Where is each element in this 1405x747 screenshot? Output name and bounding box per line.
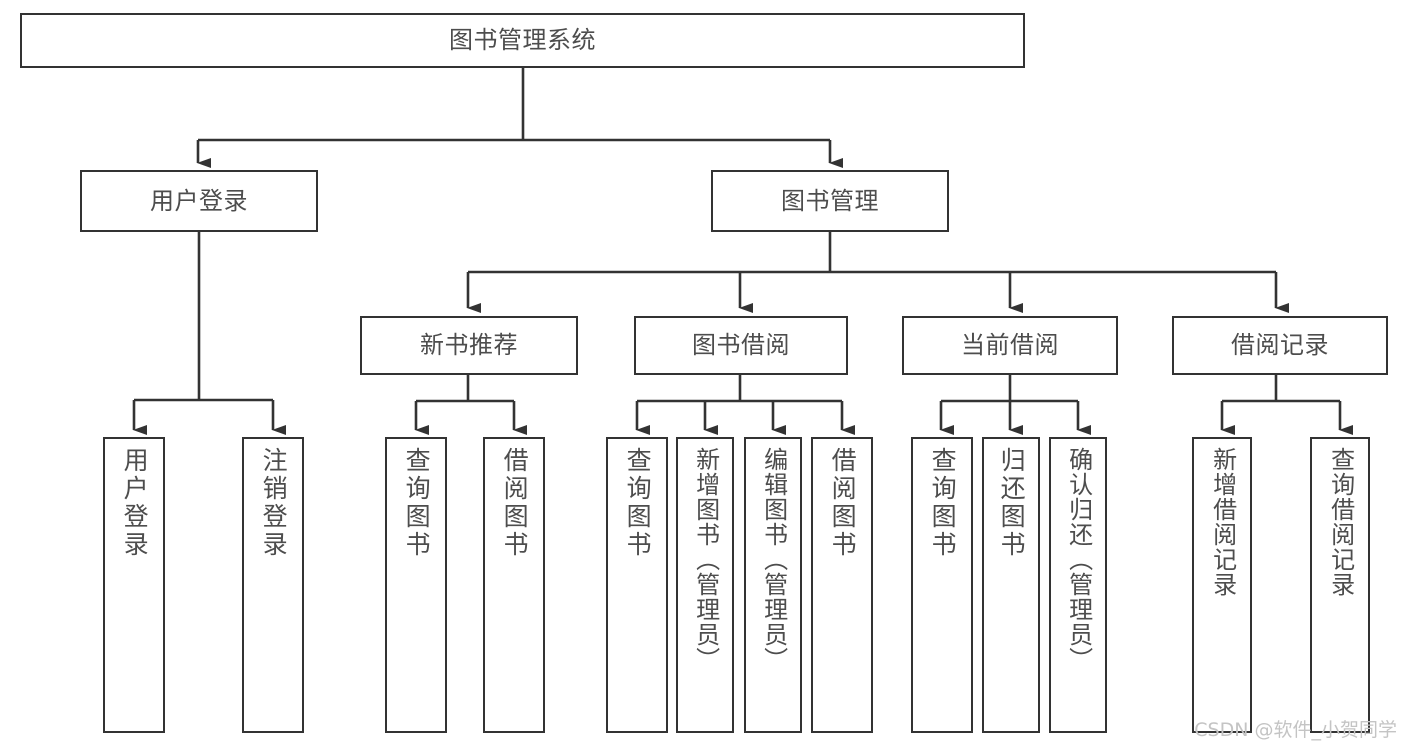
node-book-borrow-label: 图书借阅: [692, 331, 790, 360]
leaf-new-book-query[interactable]: 查询图书: [385, 437, 447, 733]
csdn-watermark: CSDN @软件_小贺同学: [1194, 719, 1397, 741]
leaf-borrow-record-query-label: 查询借阅记录: [1326, 447, 1355, 597]
node-book-management-label: 图书管理: [781, 186, 879, 215]
leaf-book-borrow-borrow[interactable]: 借阅图书: [811, 437, 873, 733]
leaf-book-borrow-edit[interactable]: 编辑图书（管理员）: [744, 437, 802, 733]
leaf-book-borrow-add-label: 新增图书（管理员）: [691, 447, 720, 672]
leaf-new-book-query-label: 查询图书: [402, 447, 432, 559]
leaf-user-login-logout-label: 注销登录: [259, 447, 289, 559]
node-borrow-record-label: 借阅记录: [1231, 331, 1329, 360]
leaf-current-borrow-return-label: 归还图书: [997, 447, 1027, 559]
leaf-book-borrow-borrow-label: 借阅图书: [828, 447, 858, 559]
leaf-book-borrow-add[interactable]: 新增图书（管理员）: [676, 437, 734, 733]
leaf-new-book-borrow[interactable]: 借阅图书: [483, 437, 545, 733]
leaf-borrow-record-add-label: 新增借阅记录: [1208, 447, 1237, 597]
node-root-system[interactable]: 图书管理系统: [20, 13, 1025, 68]
leaf-book-borrow-edit-label: 编辑图书（管理员）: [759, 447, 788, 672]
node-borrow-record[interactable]: 借阅记录: [1172, 316, 1388, 375]
leaf-user-login-login[interactable]: 用户登录: [103, 437, 165, 733]
leaf-new-book-borrow-label: 借阅图书: [500, 447, 530, 559]
node-root-system-label: 图书管理系统: [449, 26, 596, 55]
leaf-current-borrow-return[interactable]: 归还图书: [982, 437, 1040, 733]
node-user-login-label: 用户登录: [150, 186, 248, 215]
leaf-book-borrow-query-label: 查询图书: [623, 447, 653, 559]
leaf-book-borrow-query[interactable]: 查询图书: [606, 437, 668, 733]
leaf-user-login-login-label: 用户登录: [120, 447, 150, 559]
leaf-user-login-logout[interactable]: 注销登录: [242, 437, 304, 733]
node-book-management[interactable]: 图书管理: [711, 170, 949, 232]
node-new-book-recommend[interactable]: 新书推荐: [360, 316, 578, 375]
leaf-borrow-record-query[interactable]: 查询借阅记录: [1310, 437, 1370, 733]
node-new-book-recommend-label: 新书推荐: [420, 331, 518, 360]
node-current-borrow-label: 当前借阅: [961, 331, 1059, 360]
node-user-login[interactable]: 用户登录: [80, 170, 318, 232]
node-book-borrow[interactable]: 图书借阅: [634, 316, 848, 375]
leaf-current-borrow-confirm-label: 确认归还（管理员）: [1064, 447, 1093, 672]
leaf-current-borrow-query[interactable]: 查询图书: [911, 437, 973, 733]
node-current-borrow[interactable]: 当前借阅: [902, 316, 1118, 375]
leaf-current-borrow-confirm[interactable]: 确认归还（管理员）: [1049, 437, 1107, 733]
leaf-current-borrow-query-label: 查询图书: [928, 447, 958, 559]
leaf-borrow-record-add[interactable]: 新增借阅记录: [1192, 437, 1252, 733]
